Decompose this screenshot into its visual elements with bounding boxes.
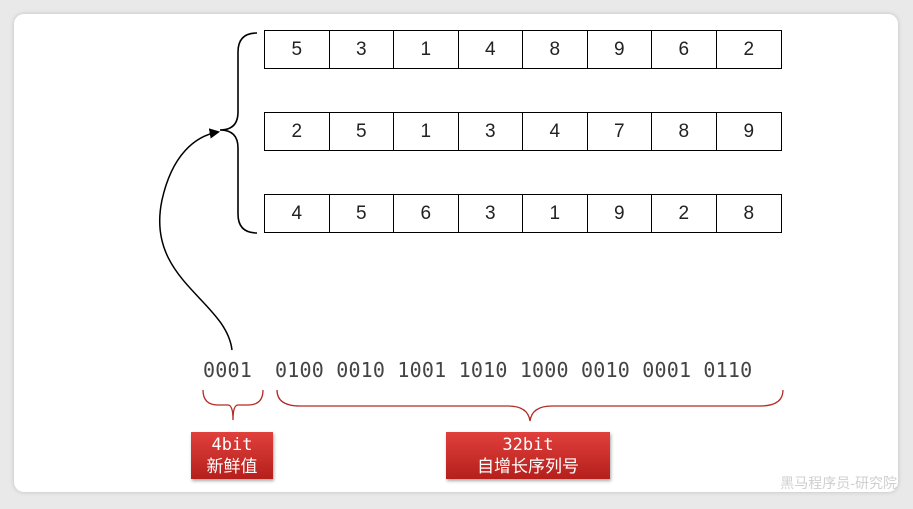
cell: 4 [459,31,523,68]
cell: 4 [265,195,330,232]
cell: 5 [330,113,394,150]
bits-main: 0100 0010 1001 1010 1000 0010 0001 0110 [275,358,753,382]
cell: 3 [459,113,523,150]
cell: 9 [588,195,652,232]
cell: 8 [743,202,755,224]
number-row-3: 4 5 6 3 1 9 2 8 [264,194,782,233]
number-row-1: 5 3 1 4 8 9 6 2 [264,30,782,69]
group-brace [219,32,258,234]
cell: 6 [394,195,459,232]
label-freshness: 4bit 新鲜值 [191,432,273,479]
arrow-curve [159,128,233,351]
cell: 2 [743,38,755,60]
cell: 6 [652,31,717,68]
cell: 2 [652,195,717,232]
bits-prefix: 0001 [203,358,252,382]
diagram-card [14,14,898,492]
cell: 5 [330,195,394,232]
label-sequence-bits: 32bit [502,434,554,455]
cell: 8 [652,113,717,150]
cell: 1 [523,195,588,232]
cell: 1 [394,113,459,150]
cell: 3 [459,195,523,232]
cell: 9 [743,120,755,142]
prefix-brace [202,389,264,421]
cell: 4 [523,113,588,150]
cell: 9 [588,31,652,68]
cell: 2 [265,113,330,150]
watermark: 黑马程序员-研究院 [780,476,897,492]
label-sequence: 32bit 自增长序列号 [446,432,610,479]
cell: 5 [265,31,330,68]
label-freshness-bits: 4bit [211,434,253,455]
main-brace [276,389,784,422]
number-row-2: 2 5 1 3 4 7 8 9 [264,112,782,151]
cell: 1 [394,31,459,68]
cell: 7 [588,113,652,150]
label-freshness-text: 新鲜值 [206,456,258,477]
cell: 8 [523,31,588,68]
label-sequence-text: 自增长序列号 [477,456,579,477]
cell: 3 [330,31,394,68]
